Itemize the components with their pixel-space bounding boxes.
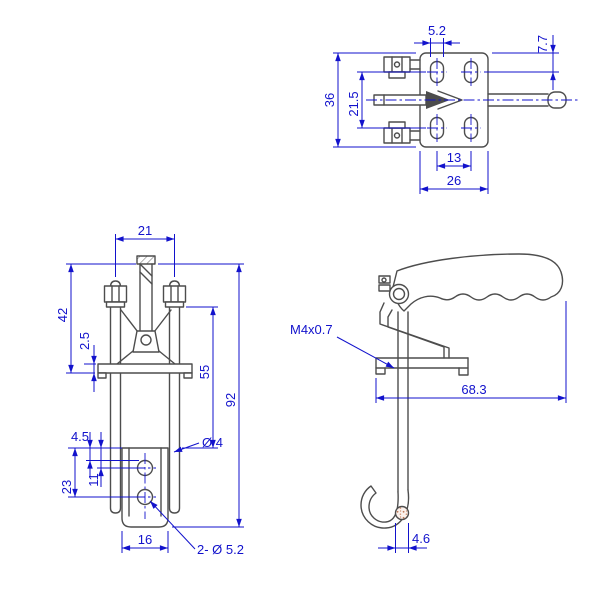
dim-plate-thickness: 2.5 (77, 332, 92, 350)
side-view-dimension-labels: M4x0.7 68.3 4.6 (290, 322, 487, 546)
dim-bracket-width: 16 (138, 532, 152, 547)
top-view-dimension-labels: 5.2 7.7 36 21.5 13 26 (322, 23, 550, 188)
dim-slot-col-spacing: 13 (447, 150, 461, 165)
bracket-web (379, 302, 450, 359)
dim-plate-width: 26 (447, 173, 461, 188)
side-view-dimension-lines (336, 301, 567, 553)
spindle-rod-top (487, 93, 549, 107)
dim-slot-row-spacing: 21.5 (346, 91, 361, 116)
hex-nut-right (162, 285, 187, 303)
pivot-pin (140, 334, 152, 346)
dim-hole2-offset: 23 (59, 480, 74, 494)
mounting-plate-front (97, 363, 193, 374)
pin-top (393, 132, 401, 139)
dim-hole1-offset: 11 (86, 473, 101, 487)
handle (392, 253, 564, 312)
dim-bracket-holes: 2- Ø 5.2 (197, 542, 244, 557)
toggle-arm-top (426, 91, 450, 109)
side-view-part (360, 253, 564, 529)
dim-lower-height: 55 (197, 365, 212, 379)
mounting-plate-side (375, 357, 469, 369)
dim-rod-spacing: 21 (138, 223, 152, 238)
washer-top (388, 71, 406, 79)
bracket-tabs-top (409, 59, 421, 141)
front-view-part (97, 255, 193, 528)
dim-reach: 68.3 (461, 382, 486, 397)
washer-top (388, 121, 406, 129)
dim-bracket-hole-edge: 4.5 (71, 429, 89, 444)
front-view: 21 42 2.5 55 92 4.5 11 23 16 Ø 4 2- Ø 5.… (55, 223, 244, 557)
front-view-centerlines (134, 453, 156, 519)
washer-right (164, 301, 185, 308)
toggle-arm-top-edge (437, 90, 463, 110)
front-view-dimension-lines (66, 234, 244, 553)
top-view-dimension-lines (333, 35, 559, 194)
dim-plate-height: 36 (322, 93, 337, 107)
lever-grip-end (136, 255, 156, 265)
dim-rod-diameter: Ø 4 (202, 435, 223, 450)
top-view-centerlines (366, 58, 578, 142)
pin-top (393, 61, 401, 68)
u-bolt-rod-right (168, 280, 181, 514)
dim-hook-diameter: 4.6 (412, 531, 430, 546)
hex-nut-left (103, 285, 128, 303)
dim-upper-height: 42 (55, 308, 70, 322)
pivot-pin-side (392, 287, 406, 301)
rod-end-section (394, 505, 410, 521)
side-view: M4x0.7 68.3 4.6 (290, 253, 567, 553)
u-bolt-rod-left (109, 280, 122, 514)
washer-left (105, 301, 126, 308)
dim-slot-width: 5.2 (428, 23, 446, 38)
dim-thread: M4x0.7 (290, 322, 333, 337)
front-view-dimension-labels: 21 42 2.5 55 92 4.5 11 23 16 Ø 4 2- Ø 5.… (55, 223, 244, 557)
dim-total-height: 92 (223, 393, 238, 407)
catch-plate (378, 275, 391, 284)
dim-edge-to-slot: 7.7 (535, 35, 550, 53)
top-view: 5.2 7.7 36 21.5 13 26 (322, 23, 578, 194)
hook-rod-side (397, 311, 409, 493)
